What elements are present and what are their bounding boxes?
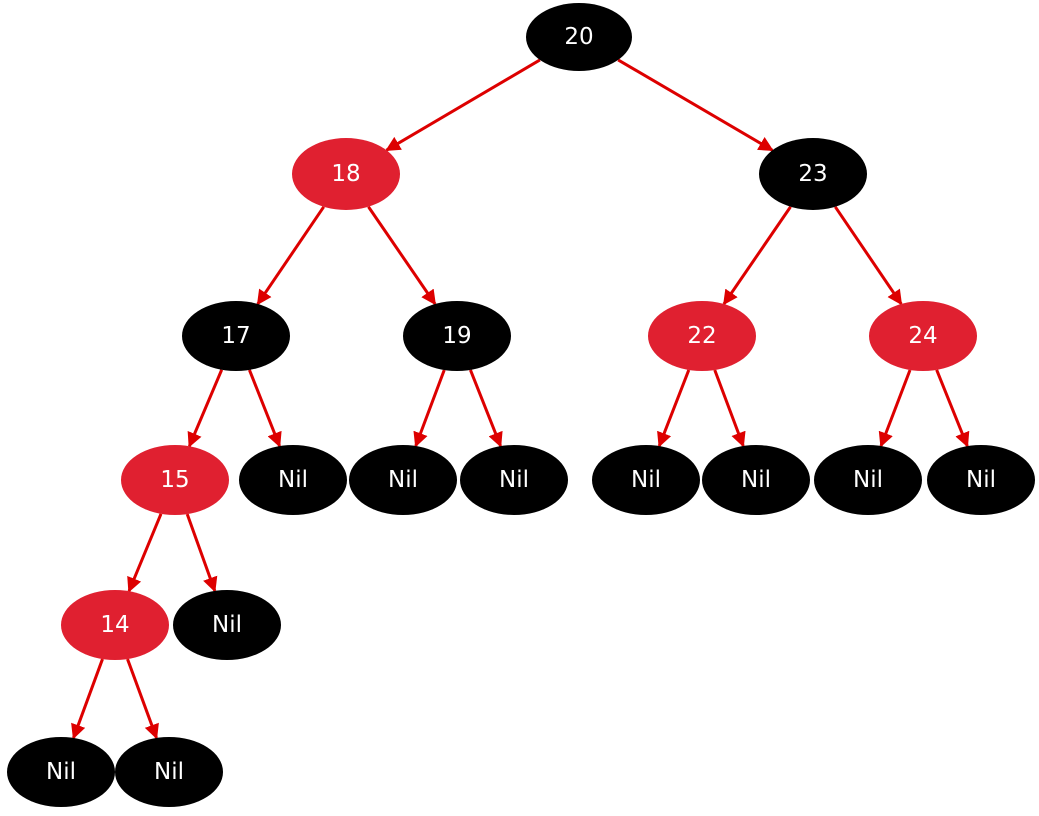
edge-n17-to-n15 <box>187 369 224 448</box>
nil-leaf-node: Nil <box>460 445 568 515</box>
tree-node-19: 19 <box>403 301 511 371</box>
edge-n19-to-nil2 <box>413 369 446 448</box>
edge-n20-to-n23 <box>617 58 774 152</box>
edge-n15-to-n14 <box>127 513 163 593</box>
tree-node-24: 24 <box>869 301 977 371</box>
edge-n22-to-nil4 <box>657 369 691 448</box>
nil-leaf-node: Nil <box>349 445 457 515</box>
edge-n18-to-n17 <box>256 205 325 306</box>
tree-node-17: 17 <box>182 301 290 371</box>
edge-n15-to-nil8 <box>185 513 218 593</box>
nil-leaf-node: Nil <box>927 445 1035 515</box>
edge-n18-to-n19 <box>367 205 437 306</box>
tree-node-22: 22 <box>648 301 756 371</box>
nil-leaf-node: Nil <box>592 445 700 515</box>
tree-node-15: 15 <box>121 445 229 515</box>
nil-leaf-node: Nil <box>814 445 922 515</box>
tree-node-18: 18 <box>292 138 400 210</box>
edge-n24-to-nil7 <box>935 369 970 448</box>
tree-node-14: 14 <box>61 590 169 660</box>
nil-leaf-node: Nil <box>173 590 281 660</box>
edge-n22-to-nil5 <box>713 369 746 448</box>
nil-leaf-node: Nil <box>239 445 347 515</box>
nil-leaf-node: Nil <box>702 445 810 515</box>
edge-n17-to-nil1 <box>248 369 282 448</box>
edge-n23-to-n24 <box>834 205 903 306</box>
edge-n20-to-n18 <box>385 58 541 152</box>
edge-n14-to-nil9 <box>71 658 104 740</box>
tree-node-23: 23 <box>759 138 867 210</box>
edge-n14-to-nil10 <box>126 658 159 740</box>
nil-leaf-node: Nil <box>115 737 223 807</box>
tree-node-20: 20 <box>526 3 632 71</box>
edge-n23-to-n22 <box>722 205 792 306</box>
edge-n19-to-nil3 <box>469 369 503 448</box>
nil-leaf-node: Nil <box>7 737 115 807</box>
edge-n24-to-nil6 <box>878 369 912 448</box>
